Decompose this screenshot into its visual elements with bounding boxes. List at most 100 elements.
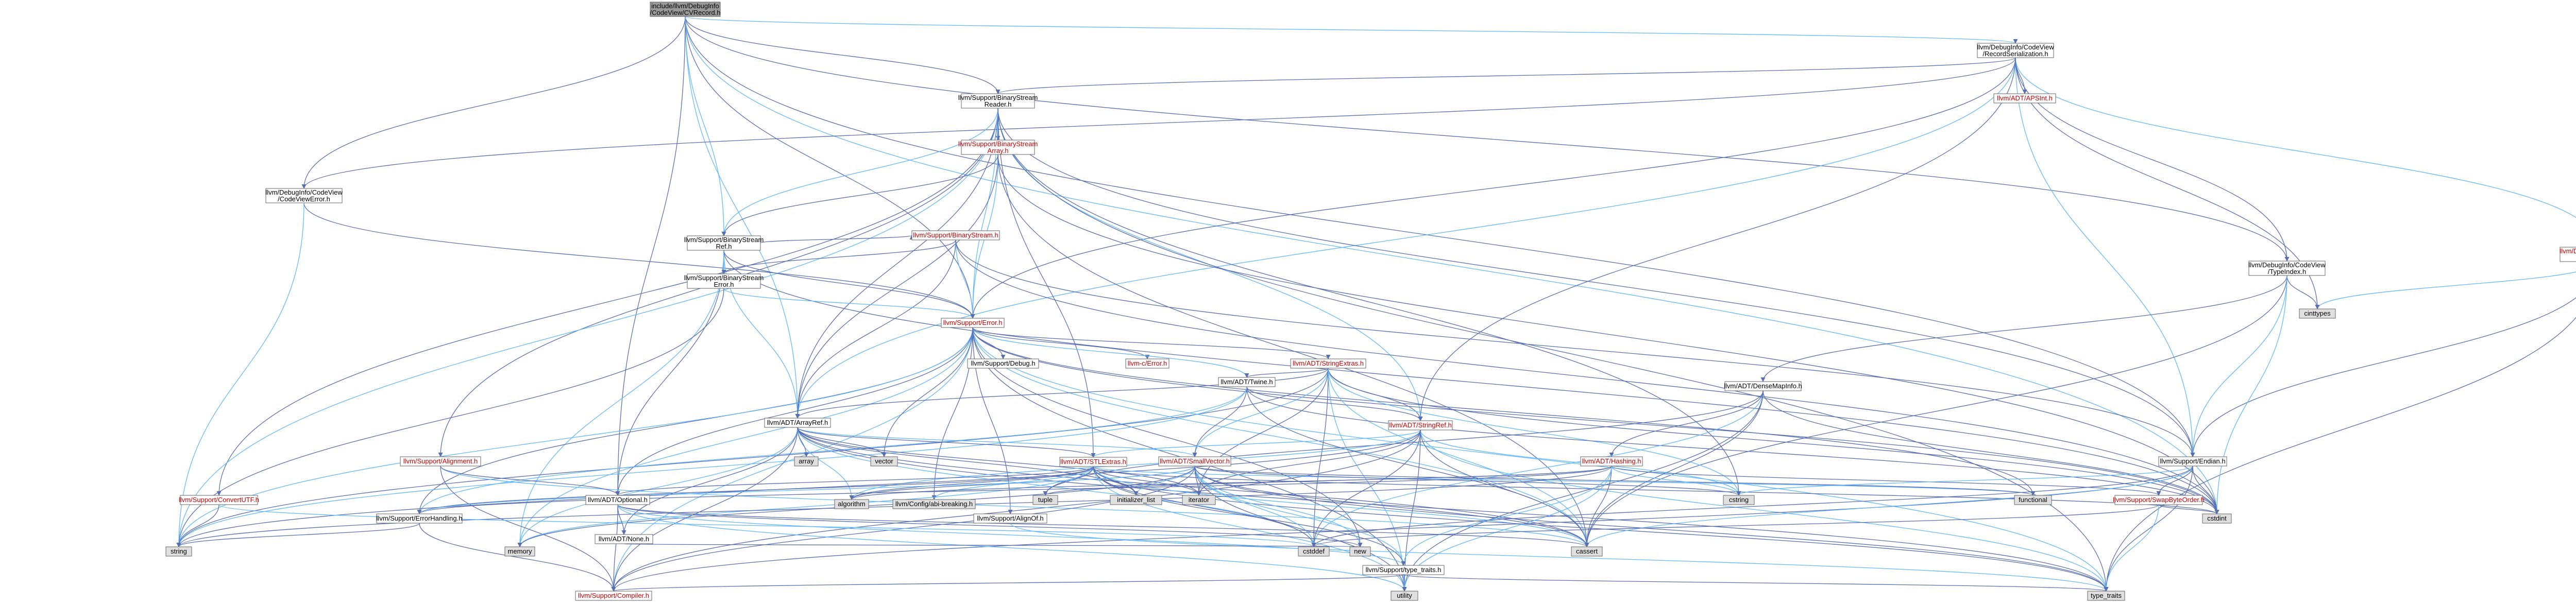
node-smallVector[interactable]: llvm/ADT/SmallVector.h bbox=[1158, 456, 1231, 467]
node-optional[interactable]: llvm/ADT/Optional.h bbox=[585, 495, 650, 505]
edge-arrayRef-to-compiler bbox=[611, 427, 798, 592]
node-label-cinttypes-1: cinttypes bbox=[2304, 309, 2331, 317]
edge-error-to-typeTraits bbox=[972, 327, 2109, 592]
node-cstring[interactable]: cstring bbox=[1723, 495, 1755, 505]
node-utility[interactable]: utility bbox=[1391, 591, 1418, 601]
node-iterator[interactable]: iterator bbox=[1182, 495, 1216, 505]
node-tuple[interactable]: tuple bbox=[1032, 495, 1058, 505]
node-label-debug-1: llvm/Support/Debug.h bbox=[971, 359, 1035, 367]
node-string[interactable]: string bbox=[165, 546, 192, 557]
edge-strExtras-to-arrayRef bbox=[795, 368, 1329, 419]
node-strExtras[interactable]: llvm/ADT/StringExtras.h bbox=[1290, 358, 1366, 369]
node-typeIndex[interactable]: llvm/DebugInfo/CodeView/TypeIndex.h bbox=[2248, 261, 2326, 276]
edge-arrayRef-to-cassert bbox=[797, 427, 1589, 547]
node-twine[interactable]: llvm/ADT/Twine.h bbox=[1218, 377, 1276, 387]
node-endian[interactable]: llvm/Support/Endian.h bbox=[2158, 456, 2227, 467]
node-memory[interactable]: memory bbox=[504, 546, 535, 557]
edge-swapByteOrder-to-typeTraits bbox=[2104, 504, 2159, 592]
node-box-arrayRef bbox=[764, 418, 831, 428]
node-label-memory-1: memory bbox=[508, 547, 532, 555]
edge-error-to-cError bbox=[972, 327, 1150, 359]
node-denseMapInfo[interactable]: llvm/ADT/DenseMapInfo.h bbox=[1724, 381, 1802, 391]
node-swapByteOrder[interactable]: llvm/Support/SwapByteOrder.h bbox=[2113, 495, 2205, 505]
edge-stlExtras-to-tuple bbox=[1043, 466, 1094, 496]
node-box-twine bbox=[1218, 377, 1276, 387]
node-functional[interactable]: functional bbox=[2014, 495, 2052, 505]
edge-convertUTF-to-string bbox=[176, 504, 219, 547]
edge-endian-to-cassert bbox=[1584, 465, 2193, 547]
node-configBreaking[interactable]: llvm/Config/abi-breaking.h bbox=[892, 499, 976, 509]
edge-arrayRef-to-memory bbox=[517, 427, 798, 547]
node-stlExtras[interactable]: llvm/ADT/STLExtras.h bbox=[1059, 457, 1127, 467]
edge-optional-to-utility bbox=[617, 504, 1407, 592]
edge-root-to-optional bbox=[615, 16, 686, 496]
node-alignment[interactable]: llvm/Support/Alignment.h bbox=[400, 456, 481, 467]
node-initList[interactable]: initializer_list bbox=[1110, 495, 1162, 505]
node-bStream[interactable]: llvm/Support/BinaryStream.h bbox=[911, 230, 1000, 240]
node-recordSer[interactable]: llvm/DebugInfo/CodeView/RecordSerializat… bbox=[1977, 43, 2054, 58]
node-box-strExtras bbox=[1290, 358, 1366, 369]
edge-errorHandling-to-string bbox=[176, 523, 420, 547]
node-label-typeIndex-1: llvm/DebugInfo/CodeView bbox=[2248, 261, 2326, 269]
node-box-recordSer bbox=[1977, 43, 2054, 58]
node-typeTraitsL[interactable]: llvm/Support/type_traits.h bbox=[1362, 565, 1445, 575]
node-box-alignOf bbox=[973, 513, 1047, 524]
node-label-bsReader-2: Reader.h bbox=[985, 100, 1012, 108]
edge-strExtras-to-cstdint bbox=[1328, 368, 2219, 514]
node-box-utility bbox=[1391, 591, 1418, 601]
edge-bsReader-to-string bbox=[176, 108, 998, 547]
node-cstdint[interactable]: cstdint bbox=[2202, 513, 2232, 524]
node-cstddef[interactable]: cstddef bbox=[1298, 546, 1330, 557]
node-label-bsError-1: llvm/Support/BinaryStream bbox=[684, 274, 764, 282]
node-box-cvError bbox=[265, 188, 343, 203]
node-array[interactable]: array bbox=[794, 456, 819, 467]
edge-stlExtras-to-algorithm bbox=[849, 466, 1094, 500]
node-alignOf[interactable]: llvm/Support/AlignOf.h bbox=[973, 513, 1047, 524]
node-compiler[interactable]: llvm/Support/Compiler.h bbox=[575, 591, 652, 601]
node-codeView[interactable]: llvm/DebugInfo/CodeView/CodeView.h bbox=[2560, 247, 2576, 262]
node-label-functional-1: functional bbox=[2019, 496, 2047, 504]
node-label-strExtras-1: llvm/ADT/StringExtras.h bbox=[1293, 359, 1364, 367]
node-label-stlExtras-1: llvm/ADT/STLExtras.h bbox=[1060, 458, 1126, 465]
node-box-iterator bbox=[1182, 495, 1216, 505]
node-box-typeIndex bbox=[2248, 261, 2326, 276]
node-hashing[interactable]: llvm/ADT/Hashing.h bbox=[1580, 456, 1643, 467]
node-box-bsRef bbox=[687, 235, 761, 251]
node-vector[interactable]: vector bbox=[870, 456, 898, 467]
node-error[interactable]: llvm/Support/Error.h bbox=[941, 318, 1005, 328]
node-convertUTF[interactable]: llvm/Support/ConvertUTF.h bbox=[179, 495, 259, 505]
edge-stlExtras-to-errorHandling bbox=[417, 466, 1094, 514]
edge-bsReader-to-bsRef bbox=[721, 108, 998, 236]
node-box-root bbox=[650, 2, 721, 17]
node-none[interactable]: llvm/ADT/None.h bbox=[595, 534, 653, 544]
edge-typeIndex-to-cassert bbox=[1584, 275, 2287, 547]
node-stringRef[interactable]: llvm/ADT/StringRef.h bbox=[1388, 420, 1453, 430]
node-typeTraits[interactable]: type_traits bbox=[2087, 591, 2125, 601]
edge-arrayRef-to-stlExtras bbox=[797, 427, 1096, 458]
edge-recordSer-to-bsReader bbox=[995, 57, 2016, 94]
node-cError[interactable]: llvm-c/Error.h bbox=[1125, 358, 1170, 369]
node-cinttypes[interactable]: cinttypes bbox=[2299, 308, 2336, 319]
node-errorHandling[interactable]: llvm/Support/ErrorHandling.h bbox=[376, 513, 463, 524]
node-label-new-1: new bbox=[1354, 547, 1366, 555]
edge-recordSer-to-error bbox=[970, 57, 2016, 319]
node-new[interactable]: new bbox=[1349, 546, 1371, 557]
node-root[interactable]: include/llvm/DebugInfo/CodeView/CVRecord… bbox=[650, 2, 721, 17]
node-cvError[interactable]: llvm/DebugInfo/CodeView/CodeViewError.h bbox=[265, 188, 343, 203]
edge-strExtras-to-iterator bbox=[1196, 368, 1329, 496]
node-label-apsint-1: llvm/ADT/APSInt.h bbox=[1997, 94, 2053, 102]
node-debug[interactable]: llvm/Support/Debug.h bbox=[967, 358, 1039, 369]
node-algorithm[interactable]: algorithm bbox=[834, 499, 869, 509]
edge-stlExtras-to-cassert bbox=[1093, 466, 1589, 547]
node-apsint[interactable]: llvm/ADT/APSInt.h bbox=[1993, 93, 2056, 103]
node-box-bsReader bbox=[961, 93, 1035, 109]
node-cassert[interactable]: cassert bbox=[1571, 546, 1603, 557]
edge-endian-to-typeTraits bbox=[2104, 465, 2193, 592]
node-arrayRef[interactable]: llvm/ADT/ArrayRef.h bbox=[764, 418, 831, 428]
edge-root-to-typeIndex bbox=[685, 16, 2290, 262]
node-label-stringRef-1: llvm/ADT/StringRef.h bbox=[1389, 421, 1451, 429]
